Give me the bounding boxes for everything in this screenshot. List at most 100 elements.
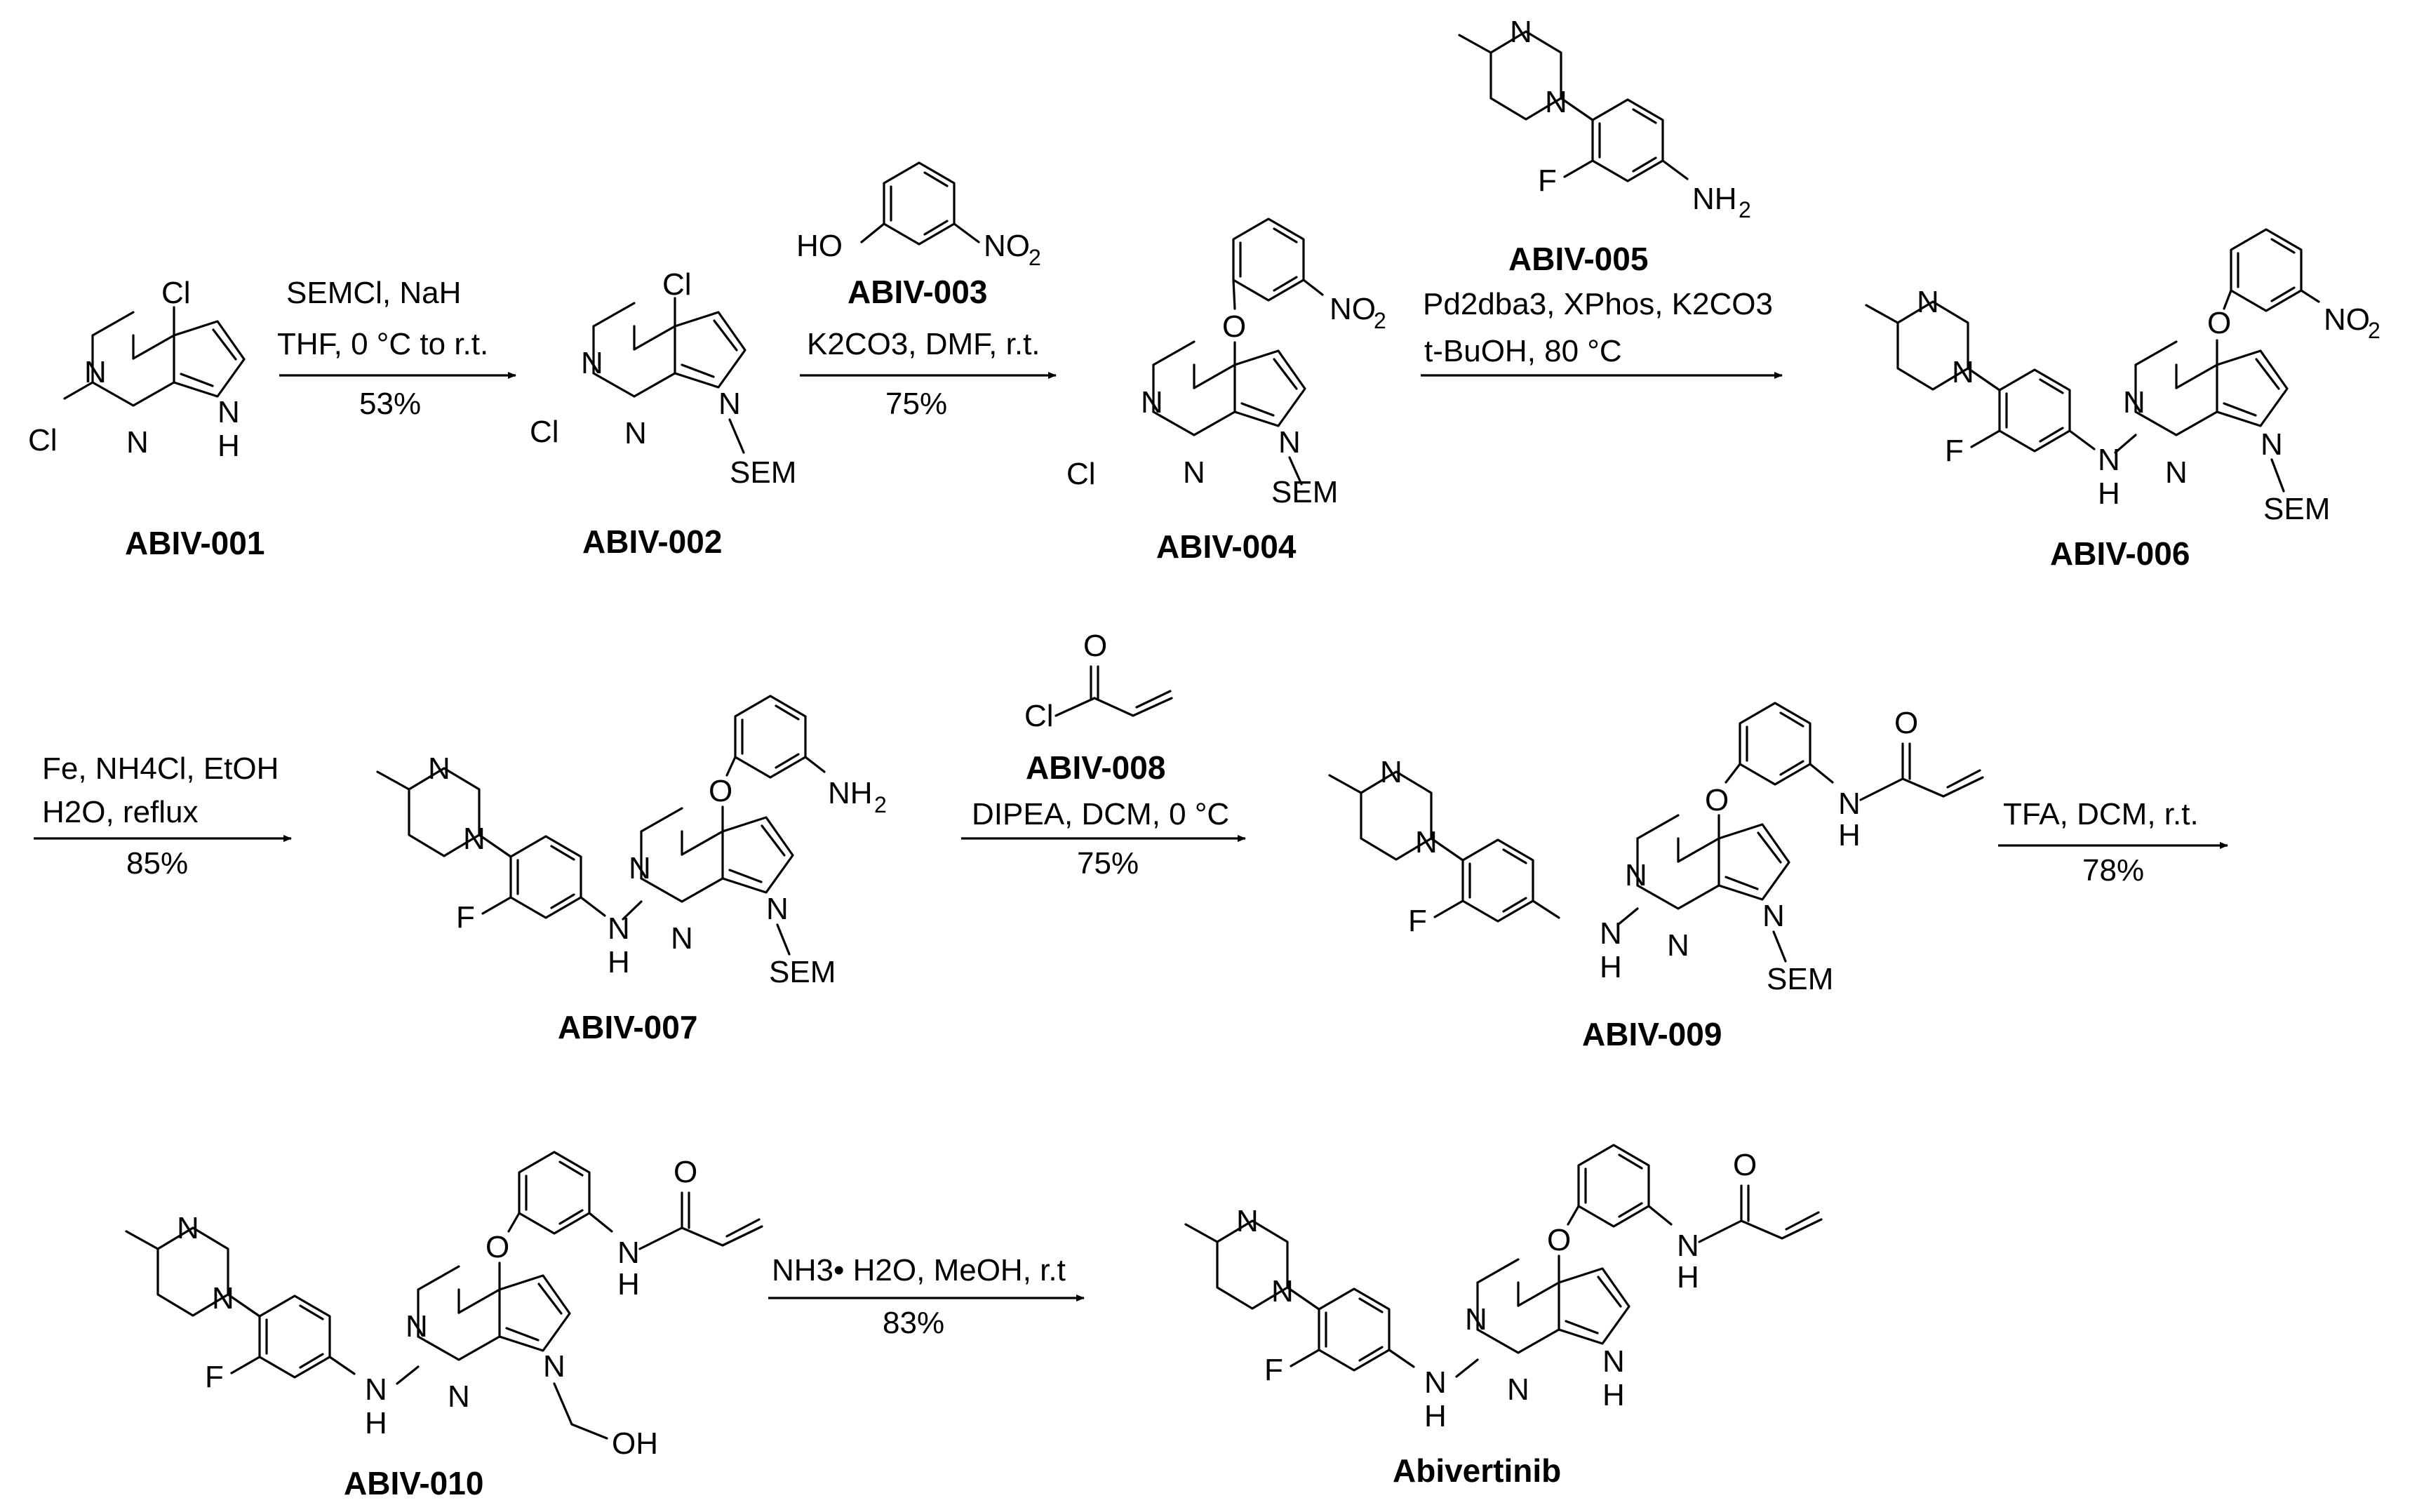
svg-text:2: 2 (1739, 197, 1751, 222)
svg-text:N: N (617, 1236, 640, 1270)
svg-text:N: N (1183, 455, 1205, 490)
svg-text:OH: OH (612, 1426, 658, 1461)
svg-text:N: N (1465, 1302, 1487, 1337)
structure-abivertinib: O N H O N N N H N H (1186, 1144, 1823, 1433)
structure-abiv-008: O Cl (1024, 629, 1173, 733)
svg-text:N: N (1600, 916, 1622, 951)
step-7-line-1: NH3• H2O, MeOH, r.t (772, 1253, 1066, 1287)
svg-text:SEM: SEM (730, 455, 796, 490)
label-abivertinib: Abivertinib (1393, 1452, 1561, 1489)
step-6-line-1: TFA, DCM, r.t. (2003, 797, 2199, 831)
svg-text:N: N (629, 851, 651, 885)
structure-abiv-007: O NH 2 N N N H N SEM (377, 695, 887, 989)
svg-text:O: O (2207, 306, 2231, 340)
step-1-yield: 53% (359, 387, 421, 421)
svg-text:NO: NO (984, 229, 1030, 263)
svg-text:2: 2 (1029, 245, 1041, 270)
svg-text:H: H (1677, 1260, 1699, 1294)
svg-text:O: O (709, 774, 732, 808)
step-1-line-1: SEMCl, NaH (286, 276, 461, 310)
label-abiv-010: ABIV-010 (344, 1465, 483, 1501)
svg-text:N: N (2261, 427, 2283, 462)
svg-text:N: N (624, 416, 647, 450)
label-abiv-005: ABIV-005 (1508, 241, 1648, 277)
svg-text:O: O (1083, 629, 1107, 663)
svg-text:O: O (1547, 1223, 1571, 1257)
step-4-line-2: H2O, reflux (42, 795, 199, 829)
svg-text:N: N (1278, 425, 1301, 460)
svg-text:2: 2 (1374, 308, 1386, 333)
svg-text:N: N (448, 1379, 470, 1414)
step-3-line-2: t-BuOH, 80 °C (1424, 334, 1622, 368)
structure-abiv-001: Cl Cl N N N H (28, 276, 246, 463)
svg-text:N: N (581, 346, 603, 380)
svg-text:Cl: Cl (28, 423, 58, 457)
svg-text:H: H (608, 945, 630, 979)
svg-text:N: N (543, 1349, 565, 1384)
svg-text:NH: NH (1692, 182, 1737, 216)
svg-text:NH: NH (828, 776, 873, 810)
svg-text:Cl: Cl (1024, 699, 1054, 733)
structure-abiv-003: HO NO 2 (796, 161, 1041, 270)
svg-text:2: 2 (2368, 318, 2380, 343)
svg-text:N: N (217, 395, 240, 429)
step-5: DIPEA, DCM, 0 °C 75% (961, 797, 1246, 881)
label-abiv-001: ABIV-001 (125, 525, 264, 561)
svg-text:H: H (1602, 1378, 1625, 1412)
svg-text:O: O (1894, 706, 1918, 740)
step-2: K2CO3, DMF, r.t. 75% (800, 327, 1057, 421)
svg-text:N: N (1762, 899, 1785, 933)
svg-text:H: H (2098, 476, 2120, 511)
svg-text:N: N (1424, 1365, 1447, 1400)
svg-text:SEM: SEM (1767, 962, 1833, 996)
step-5-line-1: DIPEA, DCM, 0 °C (972, 797, 1229, 831)
svg-text:N: N (84, 355, 107, 389)
svg-text:H: H (217, 429, 240, 463)
svg-text:N: N (2098, 443, 2120, 477)
svg-text:Cl: Cl (1066, 457, 1096, 491)
label-abiv-004: ABIV-004 (1156, 528, 1297, 565)
svg-text:N: N (1507, 1372, 1529, 1407)
svg-text:N: N (1602, 1344, 1625, 1379)
svg-text:NO: NO (1330, 292, 1376, 326)
svg-text:N: N (365, 1372, 387, 1407)
svg-text:N: N (1838, 787, 1861, 821)
svg-text:O: O (674, 1155, 697, 1189)
svg-text:H: H (1600, 950, 1622, 984)
label-abiv-002: ABIV-002 (582, 523, 722, 560)
step-3-line-1: Pd2dba3, XPhos, K2CO3 (1423, 287, 1773, 321)
svg-text:N: N (1625, 858, 1647, 892)
step-7-yield: 83% (883, 1306, 944, 1340)
svg-text:NO: NO (2324, 302, 2370, 337)
structure-abiv-004: O NO 2 N N Cl N SEM (1066, 218, 1386, 509)
structure-abiv-005: NH 2 (1459, 15, 1751, 222)
step-6-yield: 78% (2082, 853, 2144, 888)
label-abiv-007: ABIV-007 (558, 1009, 697, 1045)
svg-text:H: H (1424, 1399, 1447, 1433)
step-3: Pd2dba3, XPhos, K2CO3 t-BuOH, 80 °C (1421, 287, 1783, 379)
svg-text:SEM: SEM (2263, 492, 2330, 526)
svg-text:N: N (671, 921, 693, 956)
step-7: NH3• H2O, MeOH, r.t 83% (768, 1253, 1085, 1340)
structure-abiv-010: O N H O N N N H N OH (126, 1151, 763, 1461)
svg-text:H: H (365, 1406, 387, 1440)
svg-text:H: H (1838, 818, 1861, 852)
svg-text:N: N (2165, 455, 2188, 490)
label-abiv-009: ABIV-009 (1582, 1016, 1722, 1052)
svg-text:Cl: Cl (161, 276, 191, 310)
structure-abiv-006: O NO 2 N N N H N SEM (1866, 228, 2380, 526)
step-1-line-2: THF, 0 °C to r.t. (277, 327, 488, 361)
step-4: Fe, NH4Cl, EtOH H2O, reflux 85% (34, 751, 292, 881)
svg-text:SEM: SEM (1271, 475, 1338, 509)
svg-text:O: O (1705, 783, 1729, 817)
step-6: TFA, DCM, r.t. 78% (1998, 797, 2228, 888)
svg-text:SEM: SEM (769, 955, 836, 989)
step-2-line-1: K2CO3, DMF, r.t. (807, 327, 1040, 361)
svg-text:Cl: Cl (662, 267, 692, 302)
svg-text:N: N (766, 892, 789, 926)
svg-text:O: O (1222, 309, 1246, 344)
svg-text:O: O (485, 1230, 509, 1264)
svg-text:N: N (1141, 385, 1163, 420)
step-5-yield: 75% (1077, 846, 1139, 881)
